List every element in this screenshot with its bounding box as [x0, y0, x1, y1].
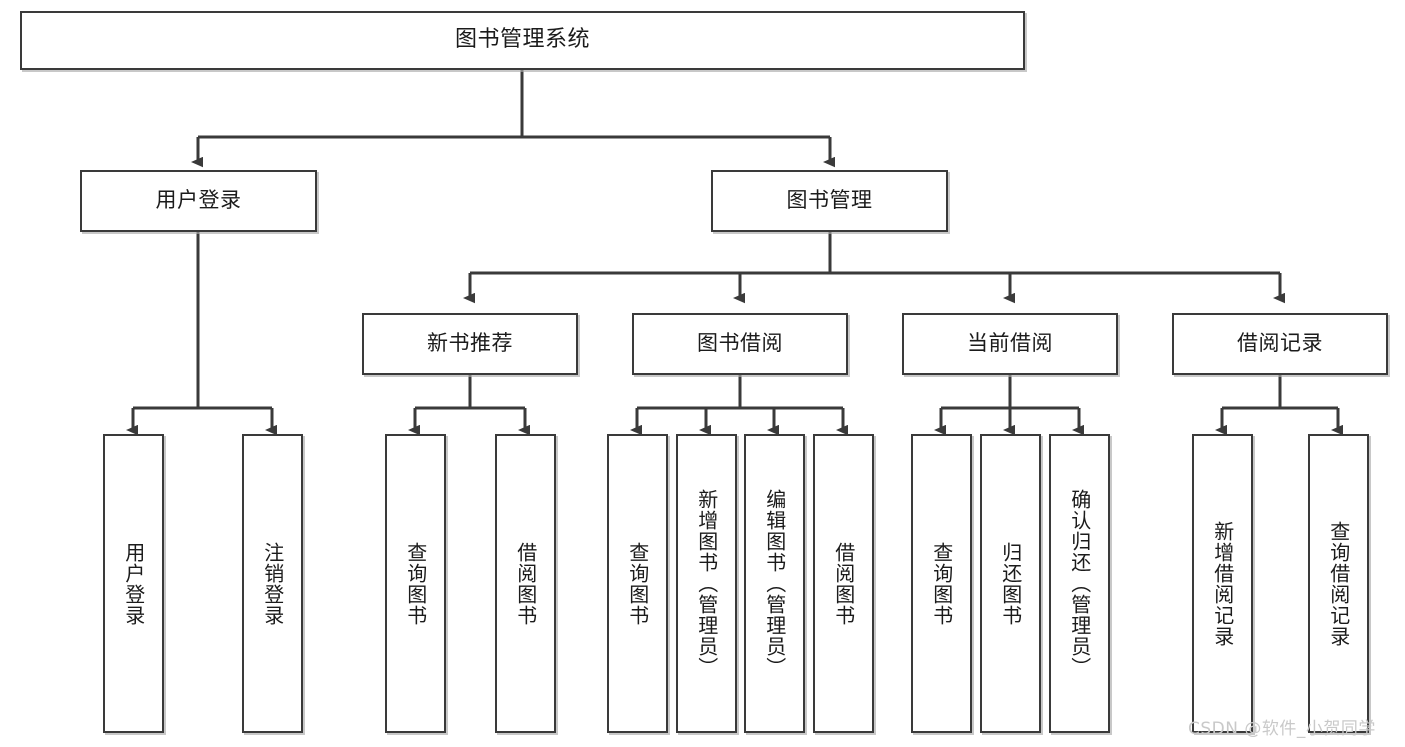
node-current-borrow[interactable]: 当前借阅 [902, 313, 1118, 375]
node-leaf-borrow-books-rec[interactable]: 借阅图书 [495, 434, 556, 733]
node-label: 注销登录 [260, 541, 285, 626]
node-book-borrow[interactable]: 图书借阅 [632, 313, 848, 375]
node-leaf-user-login[interactable]: 用户登录 [103, 434, 164, 733]
node-leaf-query-books-borrow[interactable]: 查询图书 [607, 434, 668, 733]
node-label: 用户登录 [121, 541, 146, 626]
node-label: 查询借阅记录 [1326, 520, 1351, 647]
node-label: 借阅图书 [831, 541, 856, 626]
node-leaf-query-books-current[interactable]: 查询图书 [911, 434, 972, 733]
node-label: 新增图书（管理员） [694, 489, 719, 678]
node-label: 查询图书 [403, 541, 428, 626]
node-leaf-logout-login[interactable]: 注销登录 [242, 434, 303, 733]
node-leaf-edit-book-admin[interactable]: 编辑图书（管理员） [744, 434, 805, 733]
node-label: 图书管理 [786, 188, 873, 213]
node-label: 新书推荐 [427, 331, 513, 356]
node-label: 新增借阅记录 [1210, 520, 1235, 647]
node-book-management[interactable]: 图书管理 [711, 170, 948, 232]
node-leaf-query-books-rec[interactable]: 查询图书 [385, 434, 446, 733]
node-label: 当前借阅 [967, 331, 1053, 356]
node-user-login[interactable]: 用户登录 [80, 170, 317, 232]
node-leaf-confirm-return-admin[interactable]: 确认归还（管理员） [1049, 434, 1110, 733]
node-leaf-add-borrow-record[interactable]: 新增借阅记录 [1192, 434, 1253, 733]
node-label: 编辑图书（管理员） [762, 489, 787, 678]
node-leaf-add-book-admin[interactable]: 新增图书（管理员） [676, 434, 737, 733]
node-label: 查询图书 [929, 541, 954, 626]
node-label: 借阅图书 [513, 541, 538, 626]
node-leaf-query-borrow-record[interactable]: 查询借阅记录 [1308, 434, 1369, 733]
node-label: 用户登录 [155, 188, 242, 213]
node-label: 归还图书 [998, 541, 1023, 626]
node-new-book-recommend[interactable]: 新书推荐 [362, 313, 578, 375]
node-leaf-borrow-books[interactable]: 借阅图书 [813, 434, 874, 733]
node-leaf-return-books[interactable]: 归还图书 [980, 434, 1041, 733]
node-root-book-management-system[interactable]: 图书管理系统 [20, 11, 1025, 70]
node-label: 图书管理系统 [454, 27, 590, 53]
node-label: 图书借阅 [697, 331, 783, 356]
node-label: 借阅记录 [1237, 331, 1323, 356]
node-label: 查询图书 [625, 541, 650, 626]
node-label: 确认归还（管理员） [1067, 489, 1092, 678]
node-borrow-record[interactable]: 借阅记录 [1172, 313, 1388, 375]
